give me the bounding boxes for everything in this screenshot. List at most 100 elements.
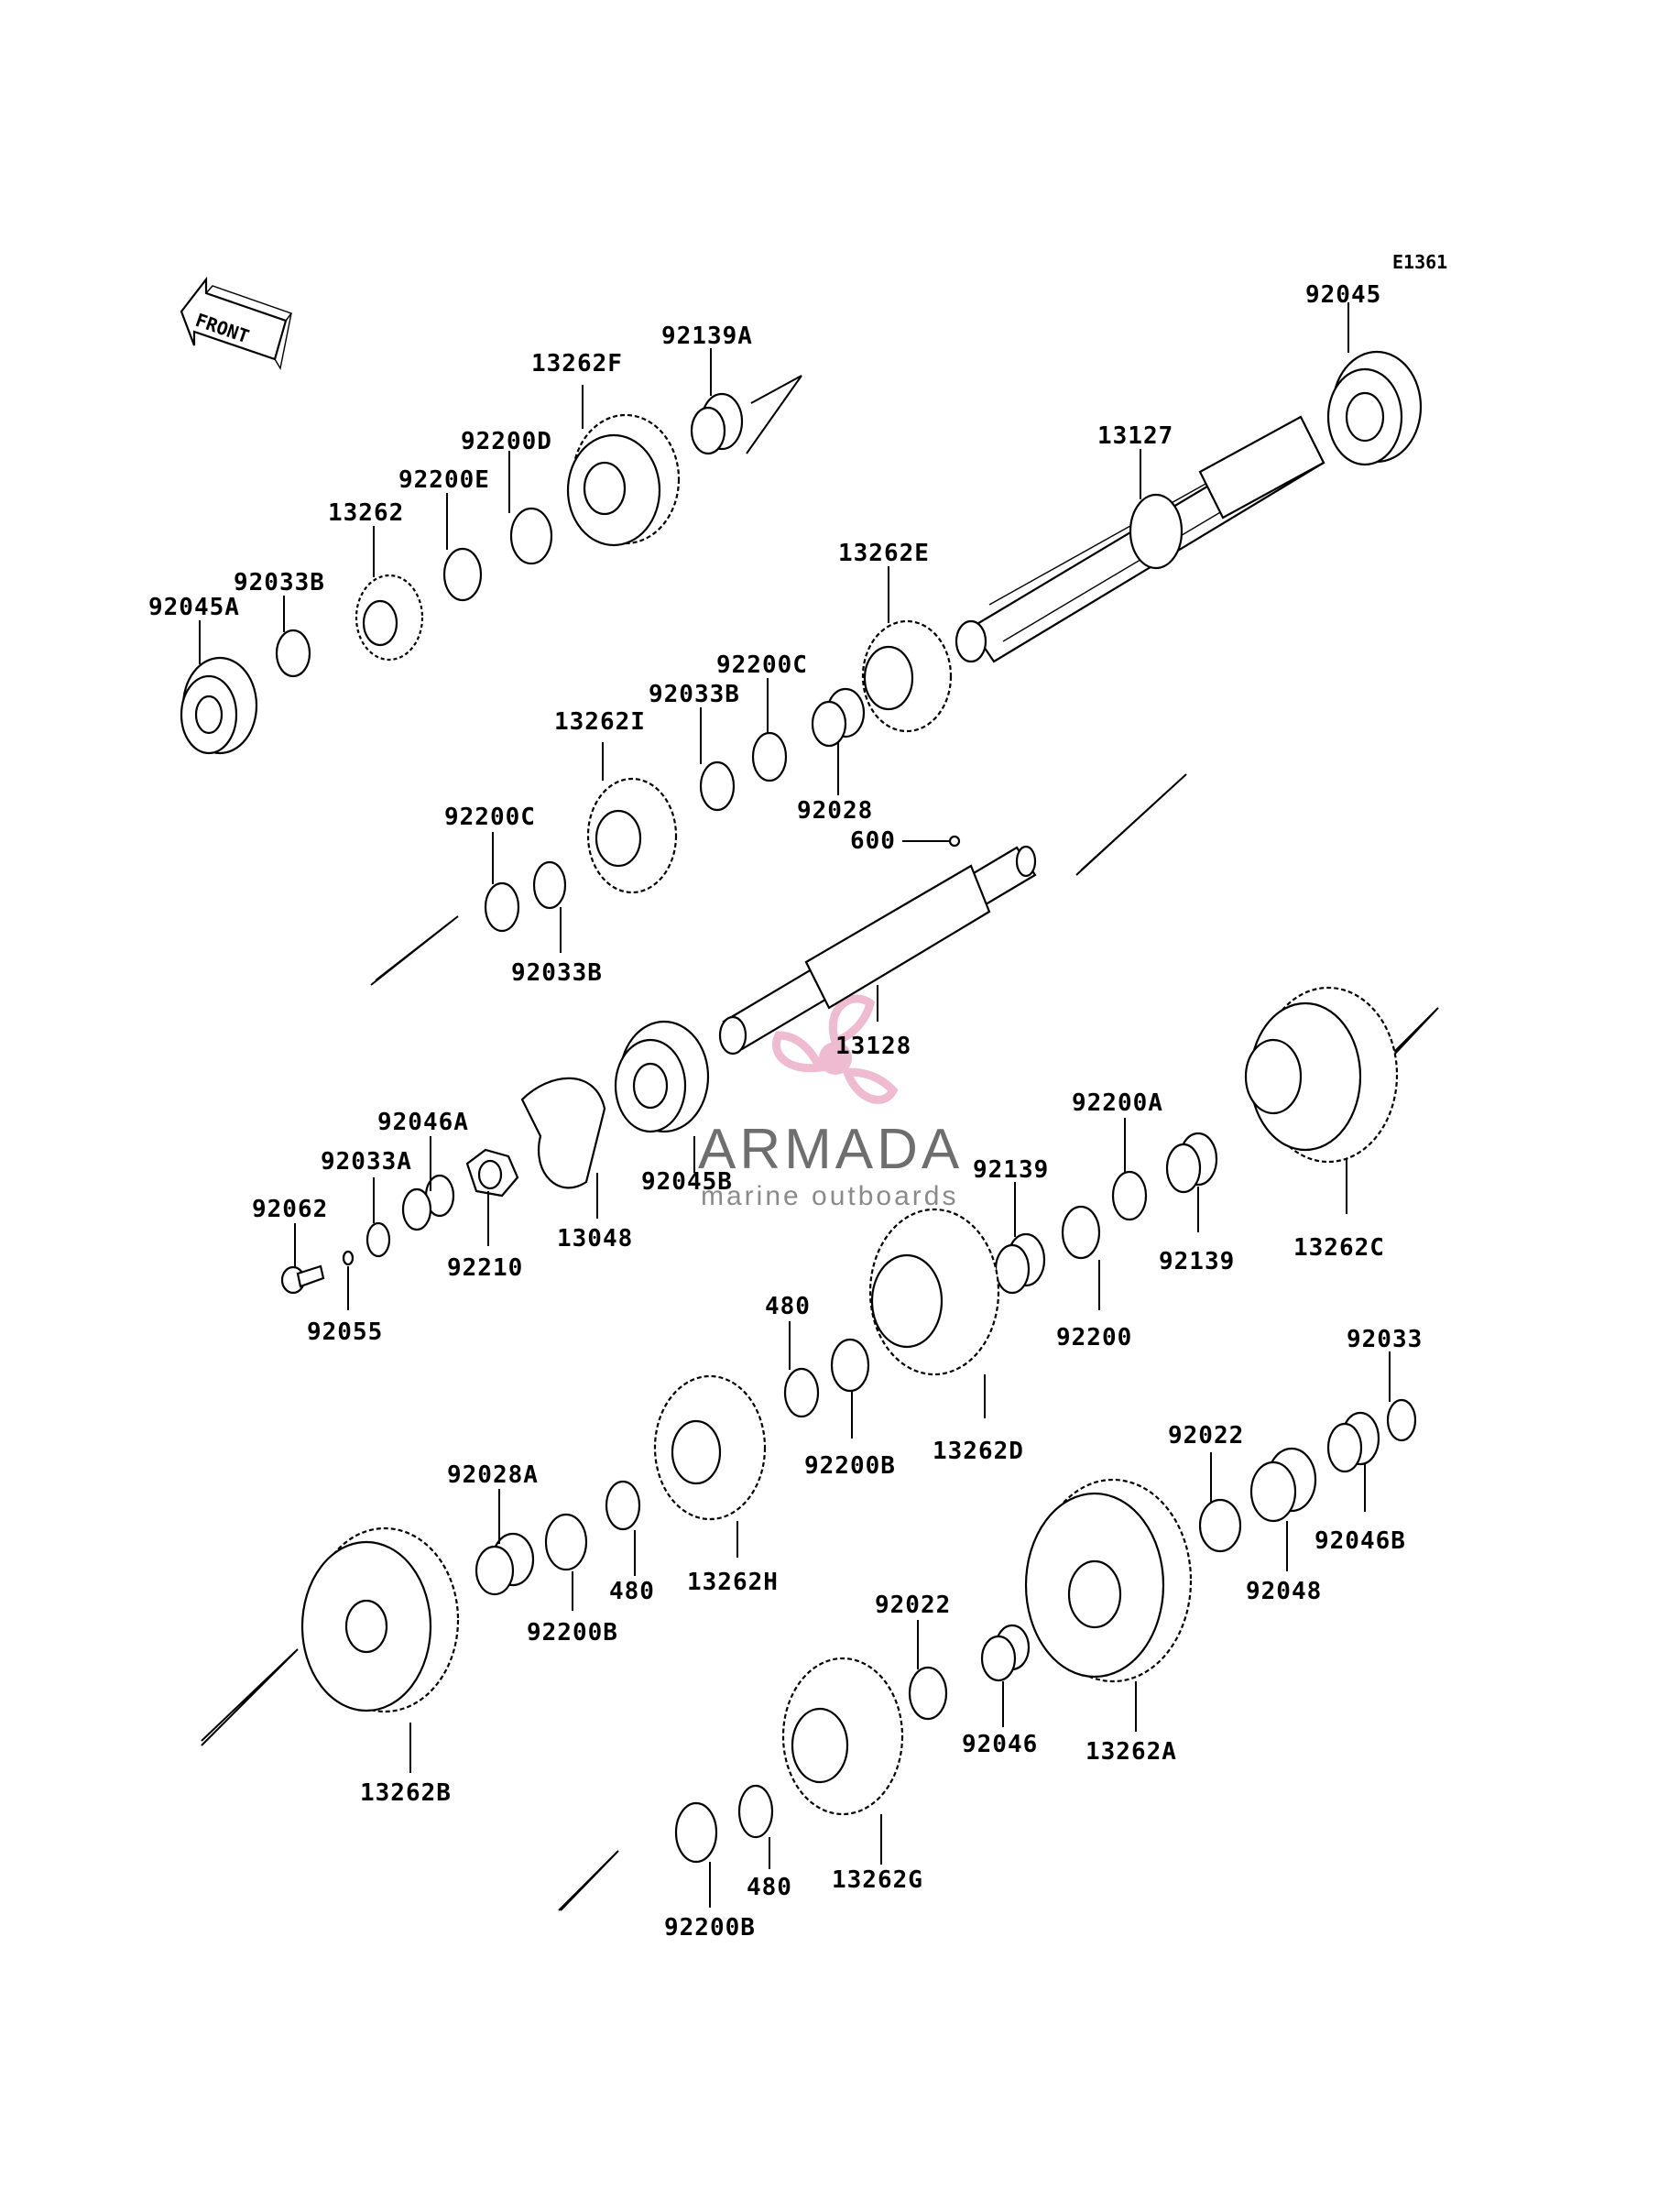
label-92033A: 92033A (321, 1148, 412, 1176)
label-92046B: 92046B (1315, 1527, 1406, 1555)
collar-92048 (1249, 1447, 1317, 1523)
label-92200C-b: 92200C (444, 804, 536, 831)
bearing-92046 (980, 1624, 1031, 1682)
label-92048: 92048 (1246, 1578, 1322, 1605)
label-92033B-c: 92033B (511, 959, 603, 987)
circlip-480-b (605, 1480, 641, 1531)
circlip-92033B-c (532, 860, 567, 910)
label-92055: 92055 (307, 1318, 383, 1346)
label-92200: 92200 (1056, 1324, 1132, 1351)
label-480-c: 480 (747, 1874, 792, 1901)
gear-13262F (566, 413, 681, 547)
washer-92200C-b (484, 881, 520, 933)
label-92022-b: 92022 (875, 1592, 951, 1619)
label-13262: 13262 (328, 499, 404, 527)
holder-13048 (520, 1077, 606, 1189)
label-92045: 92045 (1305, 281, 1381, 309)
label-92045B: 92045B (641, 1168, 733, 1196)
circlip-480-c (737, 1784, 774, 1839)
output-shaft (955, 415, 1325, 663)
bearing-92045 (1326, 350, 1423, 466)
label-13262F: 13262F (531, 350, 623, 377)
circlip-480-a (783, 1367, 820, 1418)
label-92139-b: 92139 (1159, 1248, 1235, 1275)
part-labels: 92045 13127 92139A 13262F 92200D 92200E … (148, 281, 1423, 1942)
label-480-a: 480 (765, 1293, 811, 1320)
circlip-92033 (1386, 1398, 1417, 1442)
bearing-92139-a (994, 1232, 1046, 1295)
label-92139A: 92139A (661, 323, 753, 350)
label-13262C: 13262C (1293, 1234, 1385, 1262)
diagram-code: E1361 (1392, 251, 1447, 273)
label-92022-a: 92022 (1168, 1422, 1244, 1450)
bolt-92062 (280, 1264, 325, 1295)
label-92200D: 92200D (461, 428, 552, 455)
nut-92210 (465, 1148, 519, 1198)
gear-13262G (781, 1657, 904, 1816)
gear-13262C (1244, 986, 1399, 1164)
leader-lines (199, 302, 1391, 1908)
label-92046A: 92046A (377, 1109, 469, 1136)
label-13128: 13128 (835, 1033, 911, 1060)
washer-92200B-a (830, 1338, 870, 1393)
armada-logo: ARMADA marine outboards (698, 994, 963, 1211)
label-13262H: 13262H (687, 1569, 779, 1596)
label-92200B-c: 92200B (664, 1914, 756, 1942)
washer-92200 (1061, 1205, 1101, 1260)
label-92028: 92028 (797, 797, 873, 825)
washer-92200E (442, 547, 483, 602)
label-13262G: 13262G (832, 1866, 923, 1894)
label-92062: 92062 (252, 1196, 328, 1223)
gear-13262I (586, 777, 678, 894)
label-92033B-b: 92033B (649, 681, 740, 708)
bearing-92139A (690, 392, 744, 455)
label-92028A: 92028A (447, 1461, 539, 1489)
circlip-92033B-b (699, 760, 736, 812)
label-92033B-a: 92033B (234, 569, 325, 596)
bearing-92045A (180, 656, 258, 755)
label-92200C-a: 92200C (716, 651, 808, 679)
label-92046: 92046 (962, 1731, 1038, 1758)
label-13262D: 13262D (933, 1438, 1024, 1465)
label-600: 600 (850, 827, 896, 855)
bearing-92139-b (1165, 1132, 1218, 1194)
circlip-92033B-a (275, 629, 311, 678)
input-shaft (718, 835, 1037, 1056)
gear-13262H (653, 1374, 767, 1521)
washer-92200B-c (674, 1801, 718, 1864)
bushing-92028 (811, 687, 866, 748)
label-92200E: 92200E (398, 466, 490, 494)
circlip-92033A (365, 1221, 391, 1258)
label-92210: 92210 (447, 1254, 523, 1282)
label-92200A: 92200A (1072, 1089, 1163, 1117)
bearing-92046B (1326, 1411, 1380, 1473)
label-13262A: 13262A (1085, 1738, 1177, 1766)
watermark-brand: ARMADA (698, 1118, 963, 1181)
label-13262B: 13262B (360, 1779, 452, 1807)
label-13048: 13048 (557, 1225, 633, 1253)
gear-13262A (1024, 1478, 1193, 1683)
oring-92055 (342, 1250, 355, 1266)
washer-92022-b (908, 1666, 948, 1721)
bushing-92028A (475, 1532, 535, 1596)
gear-13262D (868, 1208, 1000, 1376)
propeller-icon (771, 994, 899, 1104)
label-92200B-b: 92200B (527, 1619, 618, 1647)
label-92139-a: 92139 (973, 1156, 1049, 1184)
label-13262I: 13262I (554, 708, 646, 736)
label-480-b: 480 (609, 1578, 655, 1605)
gear-13262 (355, 574, 424, 662)
gear-13262E (861, 619, 953, 733)
label-92033: 92033 (1347, 1326, 1423, 1353)
bearing-92045B (614, 1020, 710, 1133)
front-arrow-icon: FRONT (180, 276, 293, 370)
gear-13262B (300, 1526, 460, 1713)
label-92200B-a: 92200B (804, 1452, 896, 1480)
label-92045A: 92045A (148, 594, 240, 621)
washer-92200C-a (751, 731, 788, 782)
washer-92200B-b (544, 1513, 588, 1571)
washer-92022-a (1198, 1498, 1242, 1553)
watermark-tagline: marine outboards (701, 1181, 958, 1211)
washer-92200A (1111, 1170, 1148, 1221)
